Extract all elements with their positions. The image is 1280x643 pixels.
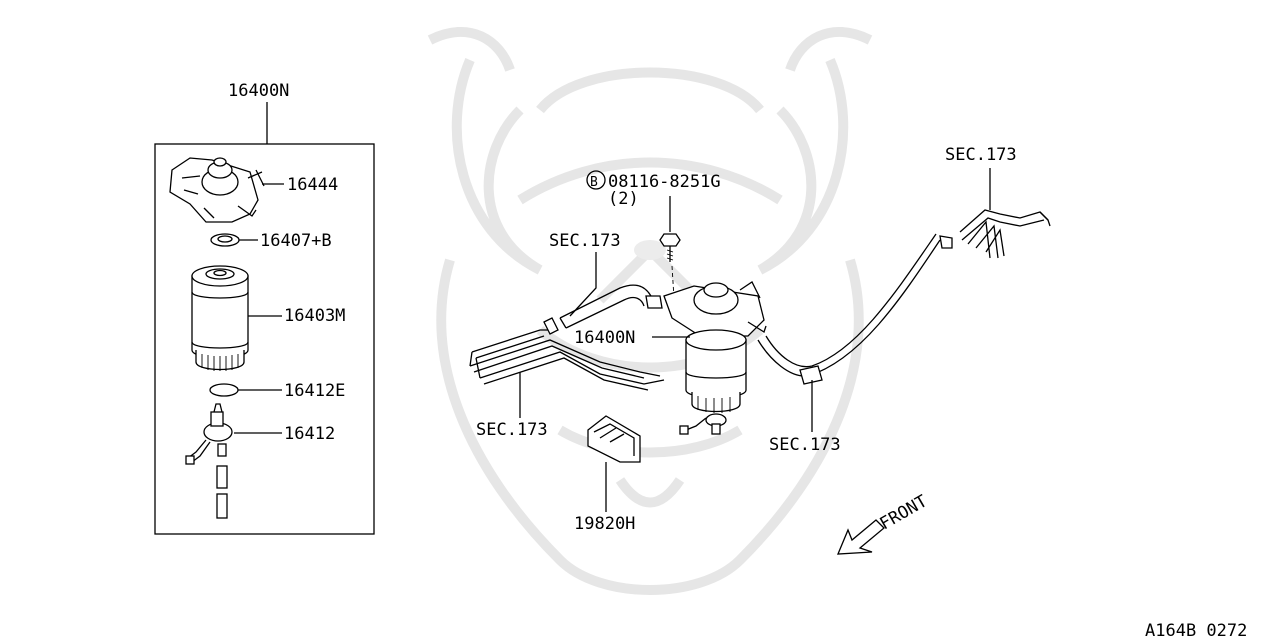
callout-16400n-main: 16400N — [574, 328, 635, 348]
bolt-marker-letter: B — [590, 175, 598, 190]
clip-part — [587, 415, 641, 463]
fuel-filter-part — [191, 265, 249, 371]
bolt-marker-circle-icon — [586, 170, 606, 190]
callout-bolt-qty: (2) — [608, 189, 639, 209]
fuel-tubes-right — [959, 209, 1051, 259]
o-ring-part — [209, 383, 239, 397]
callout-16403m: 16403M — [284, 306, 345, 326]
fuel-hose-right — [757, 233, 953, 385]
watermark-logo — [427, 26, 873, 595]
callout-16444: 16444 — [287, 175, 338, 195]
front-label: FRONT — [877, 491, 931, 534]
callout-16412e: 16412E — [284, 381, 345, 401]
fuel-tubes-left — [469, 329, 665, 391]
callout-19820h: 19820H — [574, 514, 635, 534]
callout-16412: 16412 — [284, 424, 335, 444]
bolt-part — [586, 170, 681, 299]
callout-sec173-left-upper: SEC.173 — [549, 231, 621, 251]
reference-code: A164B 0272 — [1145, 621, 1247, 639]
exploded-view-frame — [154, 102, 375, 535]
filter-head-part — [169, 157, 265, 223]
callout-16407b: 16407+B — [260, 231, 332, 251]
fuel-hose-left — [543, 284, 663, 335]
callout-16400n-top: 16400N — [228, 81, 289, 101]
callout-bolt-part: 08116-8251G — [608, 172, 721, 192]
filter-assembly-main — [663, 281, 767, 435]
callout-sec173-left-lower: SEC.173 — [476, 420, 548, 440]
seal-ring-part — [210, 233, 240, 247]
front-arrow-icon — [837, 519, 885, 555]
callout-sec173-right-upper: SEC.173 — [945, 145, 1017, 165]
water-sensor-part — [185, 403, 233, 519]
callout-sec173-right-lower: SEC.173 — [769, 435, 841, 455]
